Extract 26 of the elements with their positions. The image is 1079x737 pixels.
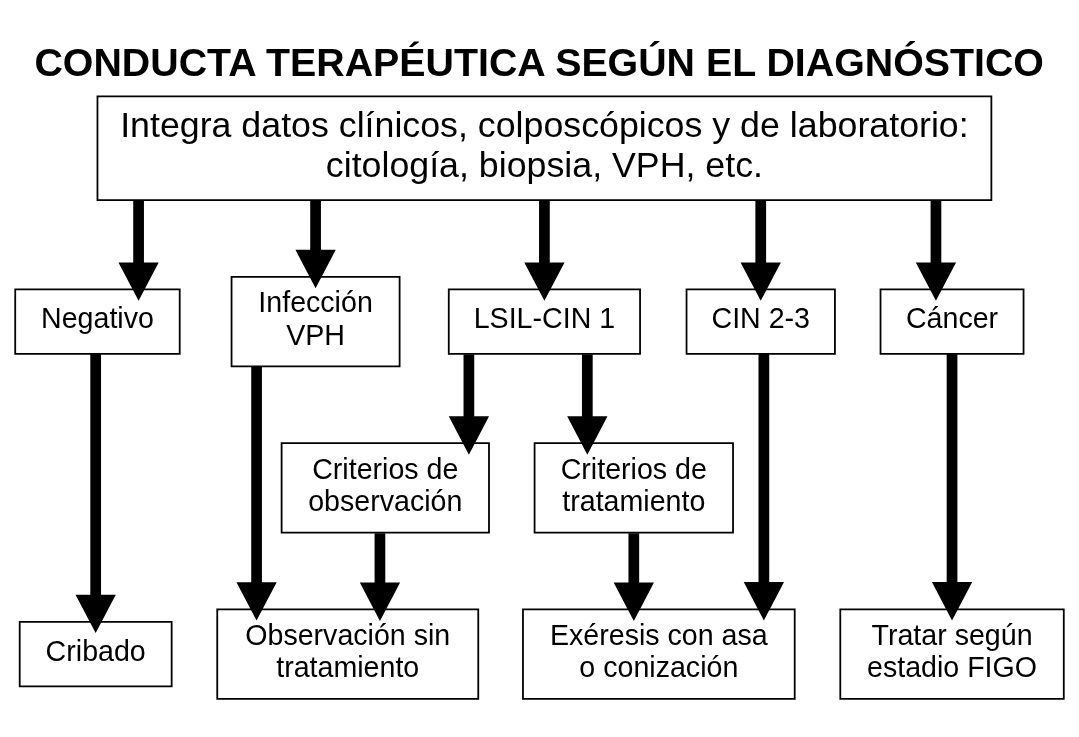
node-box: Negativo <box>14 288 181 355</box>
node-box: Tratar según estadio FIGO <box>839 608 1065 700</box>
arrow <box>931 353 973 620</box>
node-box: LSIL-CIN 1 <box>447 288 641 355</box>
arrow <box>295 199 336 288</box>
node-box: CIN 2-3 <box>685 288 836 355</box>
node-box: Criterios de tratamiento <box>533 441 734 533</box>
node-box: Exéresis con asa o conización <box>522 608 796 700</box>
node-box: Criterios de observación <box>280 441 490 533</box>
arrow <box>613 532 654 621</box>
arrow <box>118 199 159 301</box>
node-box: Infección VPH <box>230 275 401 367</box>
node-box: Observación sin tratamiento <box>216 608 480 700</box>
arrow <box>359 532 401 621</box>
arrow <box>743 353 784 620</box>
diagram-title: CONDUCTA TERAPÉUTICA SEGÚN EL DIAGNÓSTICO <box>34 39 1044 84</box>
arrow <box>915 199 957 301</box>
arrow <box>448 353 490 455</box>
arrow <box>75 353 116 633</box>
arrow <box>740 199 781 301</box>
node-box: Integra datos clínicos, colposcópicos y de laboratorio: citología, biopsia, VPH, etc. <box>96 94 993 201</box>
arrow <box>524 199 565 301</box>
node-box: Cáncer <box>879 288 1025 355</box>
node-box: Cribado <box>18 620 173 687</box>
arrow <box>567 353 608 455</box>
arrow <box>236 365 277 620</box>
